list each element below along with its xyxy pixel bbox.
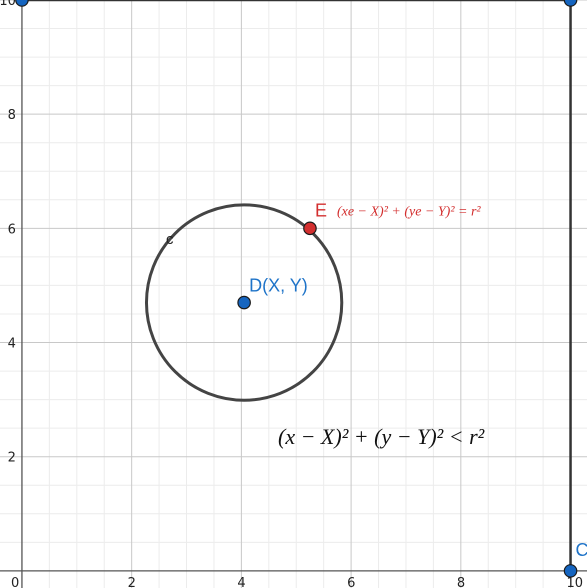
y-tick-label: 8	[8, 108, 16, 123]
points: ABCD(X, Y)E	[15, 0, 587, 578]
shapes: c	[21, 0, 572, 571]
point-b	[563, 0, 578, 7]
y-tick-label: 4	[8, 337, 16, 352]
point-c-label: C	[576, 540, 587, 560]
point-a	[15, 0, 29, 7]
x-tick-label: 2	[128, 576, 136, 588]
y-tick-label: 2	[8, 451, 16, 466]
point-e-label: E	[315, 200, 327, 220]
x-tick-label: 8	[457, 576, 465, 588]
point-e	[303, 221, 317, 236]
inequality-text: (x − X)² + (y − Y)² < r²	[278, 424, 485, 449]
point-e-equation: (xe − X)² + (ye − Y)² = r²	[337, 204, 481, 219]
x-tick-label: 6	[347, 576, 355, 588]
x-tick-label: 10	[567, 576, 584, 588]
circle-c	[144, 203, 344, 402]
point-c	[563, 564, 578, 578]
x-tick-label: 0	[11, 576, 19, 588]
y-tick-label: 10	[0, 0, 16, 9]
x-tick-label: 4	[237, 576, 245, 588]
point-d-label: D(X, Y)	[249, 276, 308, 296]
point-d	[237, 295, 251, 310]
circle-label: c	[166, 231, 174, 248]
y-tick-label: 6	[8, 222, 16, 237]
